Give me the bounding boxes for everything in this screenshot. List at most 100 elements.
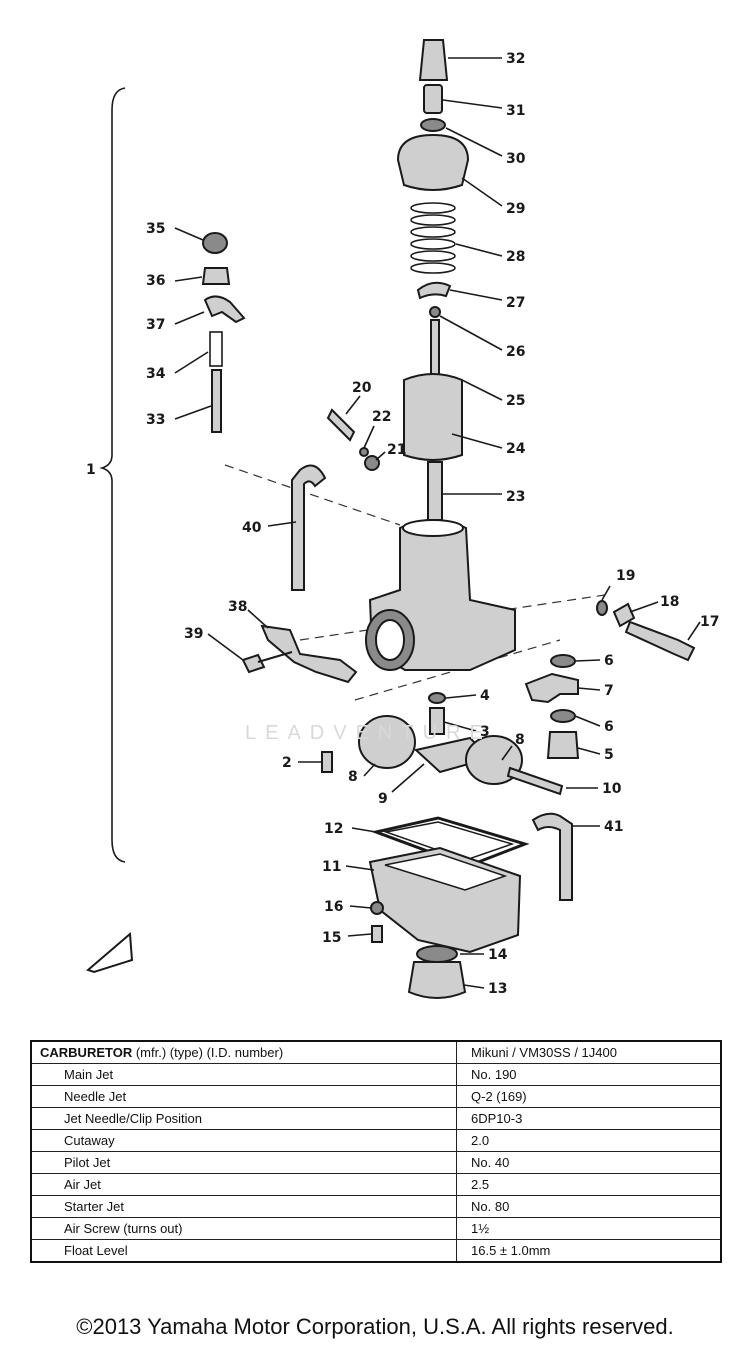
callout-27: 27 (506, 295, 525, 311)
callout-24: 24 (506, 441, 526, 457)
callout-40: 40 (242, 520, 262, 536)
callout-29: 29 (506, 201, 525, 217)
carburetor-exploded-diagram: 1 (86, 39, 719, 999)
callout-18: 18 (660, 594, 679, 610)
spec-value: No. 40 (456, 1151, 722, 1174)
callout-41: 41 (604, 819, 623, 835)
screw-2 (321, 751, 333, 773)
callout-34: 34 (146, 366, 166, 382)
spec-value: Q-2 (169) (456, 1085, 722, 1108)
spec-row: Air Screw (turns out)1½ (30, 1217, 722, 1240)
callout-12: 12 (324, 821, 343, 837)
spec-label: Air Jet (30, 1173, 457, 1196)
needle-jet-tube (427, 461, 443, 521)
o-ring-small (364, 455, 380, 471)
spec-label: Pilot Jet (30, 1151, 457, 1174)
jet-needle (430, 319, 440, 381)
float-left (358, 715, 416, 769)
callout-8a: 8 (348, 769, 358, 785)
ring-19 (596, 600, 608, 616)
spec-value: 16.5 ± 1.0mm (456, 1239, 722, 1263)
o-ring-14 (416, 945, 458, 963)
plunger-cap (202, 232, 228, 254)
callout-4: 4 (480, 688, 490, 704)
plug-5 (546, 731, 580, 759)
spec-header-rest: (mfr.) (type) (I.D. number) (132, 1045, 284, 1060)
callout-22: 22 (372, 409, 391, 425)
washer-4 (428, 692, 446, 704)
direction-icon (86, 931, 134, 974)
assembly-bracket (99, 87, 126, 863)
lever-38 (260, 624, 358, 684)
callout-33: 33 (146, 412, 165, 428)
callout-35: 35 (146, 221, 165, 237)
leader-lines (174, 57, 701, 989)
callout-5: 5 (604, 747, 614, 763)
screw-39 (241, 651, 293, 674)
spec-header-bold: CARBURETOR (40, 1045, 133, 1060)
callout-9: 9 (378, 791, 388, 807)
starter-plunger (211, 369, 222, 433)
callout-17: 17 (700, 614, 719, 630)
throttle-stop-screw (624, 620, 696, 662)
screw-15 (371, 925, 383, 943)
watermark: LEADVENTURE (245, 722, 492, 744)
spec-value: 1½ (456, 1217, 722, 1240)
needle-plate (416, 281, 452, 300)
plunger-plate (203, 295, 246, 324)
callout-21: 21 (387, 442, 406, 458)
callout-38: 38 (228, 599, 247, 615)
spec-header-value: Mikuni / VM30SS / 1J400 (456, 1040, 722, 1064)
callout-23: 23 (506, 489, 525, 505)
ring-16 (370, 901, 384, 915)
lock-nut (420, 118, 446, 132)
spec-label: Float Level (30, 1239, 457, 1263)
spec-value: No. 190 (456, 1063, 722, 1086)
cap (418, 39, 449, 81)
needle-jet-holder-3 (429, 707, 445, 735)
callout-8b: 8 (515, 732, 525, 748)
washer-6b (550, 709, 576, 723)
washer-6a (550, 654, 576, 668)
spec-value: 2.5 (456, 1173, 722, 1196)
spec-value: 2.0 (456, 1129, 722, 1152)
callout-32: 32 (506, 51, 525, 67)
callout-15: 15 (322, 930, 341, 946)
callout-20: 20 (352, 380, 372, 396)
callout-14: 14 (488, 947, 508, 963)
spec-header-label: CARBURETOR (mfr.) (type) (I.D. number) (30, 1040, 457, 1064)
spring-small (359, 447, 369, 457)
copyright-footer: ©2013 Yamaha Motor Corporation, U.S.A. A… (76, 1314, 674, 1339)
callout-2: 2 (282, 755, 292, 771)
callout-16: 16 (324, 899, 343, 915)
spec-header-row: CARBURETOR (mfr.) (type) (I.D. number) M… (30, 1040, 722, 1064)
callout-37: 37 (146, 317, 165, 333)
callout-6b: 6 (604, 719, 614, 735)
spec-label: Main Jet (30, 1063, 457, 1086)
float-pin-10 (506, 766, 564, 796)
callout-36: 36 (146, 273, 165, 289)
callout-19: 19 (616, 568, 635, 584)
clip (429, 306, 441, 318)
callout-26: 26 (506, 344, 525, 360)
spec-value: No. 80 (456, 1195, 722, 1218)
spec-label: Starter Jet (30, 1195, 457, 1218)
bore-inner (375, 619, 405, 661)
plate-7 (524, 672, 579, 704)
mixing-chamber-top (396, 133, 470, 191)
air-screw (326, 408, 356, 442)
spec-label: Air Screw (turns out) (30, 1217, 457, 1240)
callout-3: 3 (480, 724, 490, 740)
spec-label: Jet Needle/Clip Position (30, 1107, 457, 1130)
callout-6a: 6 (604, 653, 614, 669)
body-top-opening (402, 519, 464, 537)
vent-tube-41 (531, 812, 573, 901)
plunger-nut (201, 267, 231, 285)
callout-30: 30 (506, 151, 526, 167)
carburetor-spec-table: CARBURETOR (mfr.) (type) (I.D. number) M… (30, 1040, 722, 1263)
